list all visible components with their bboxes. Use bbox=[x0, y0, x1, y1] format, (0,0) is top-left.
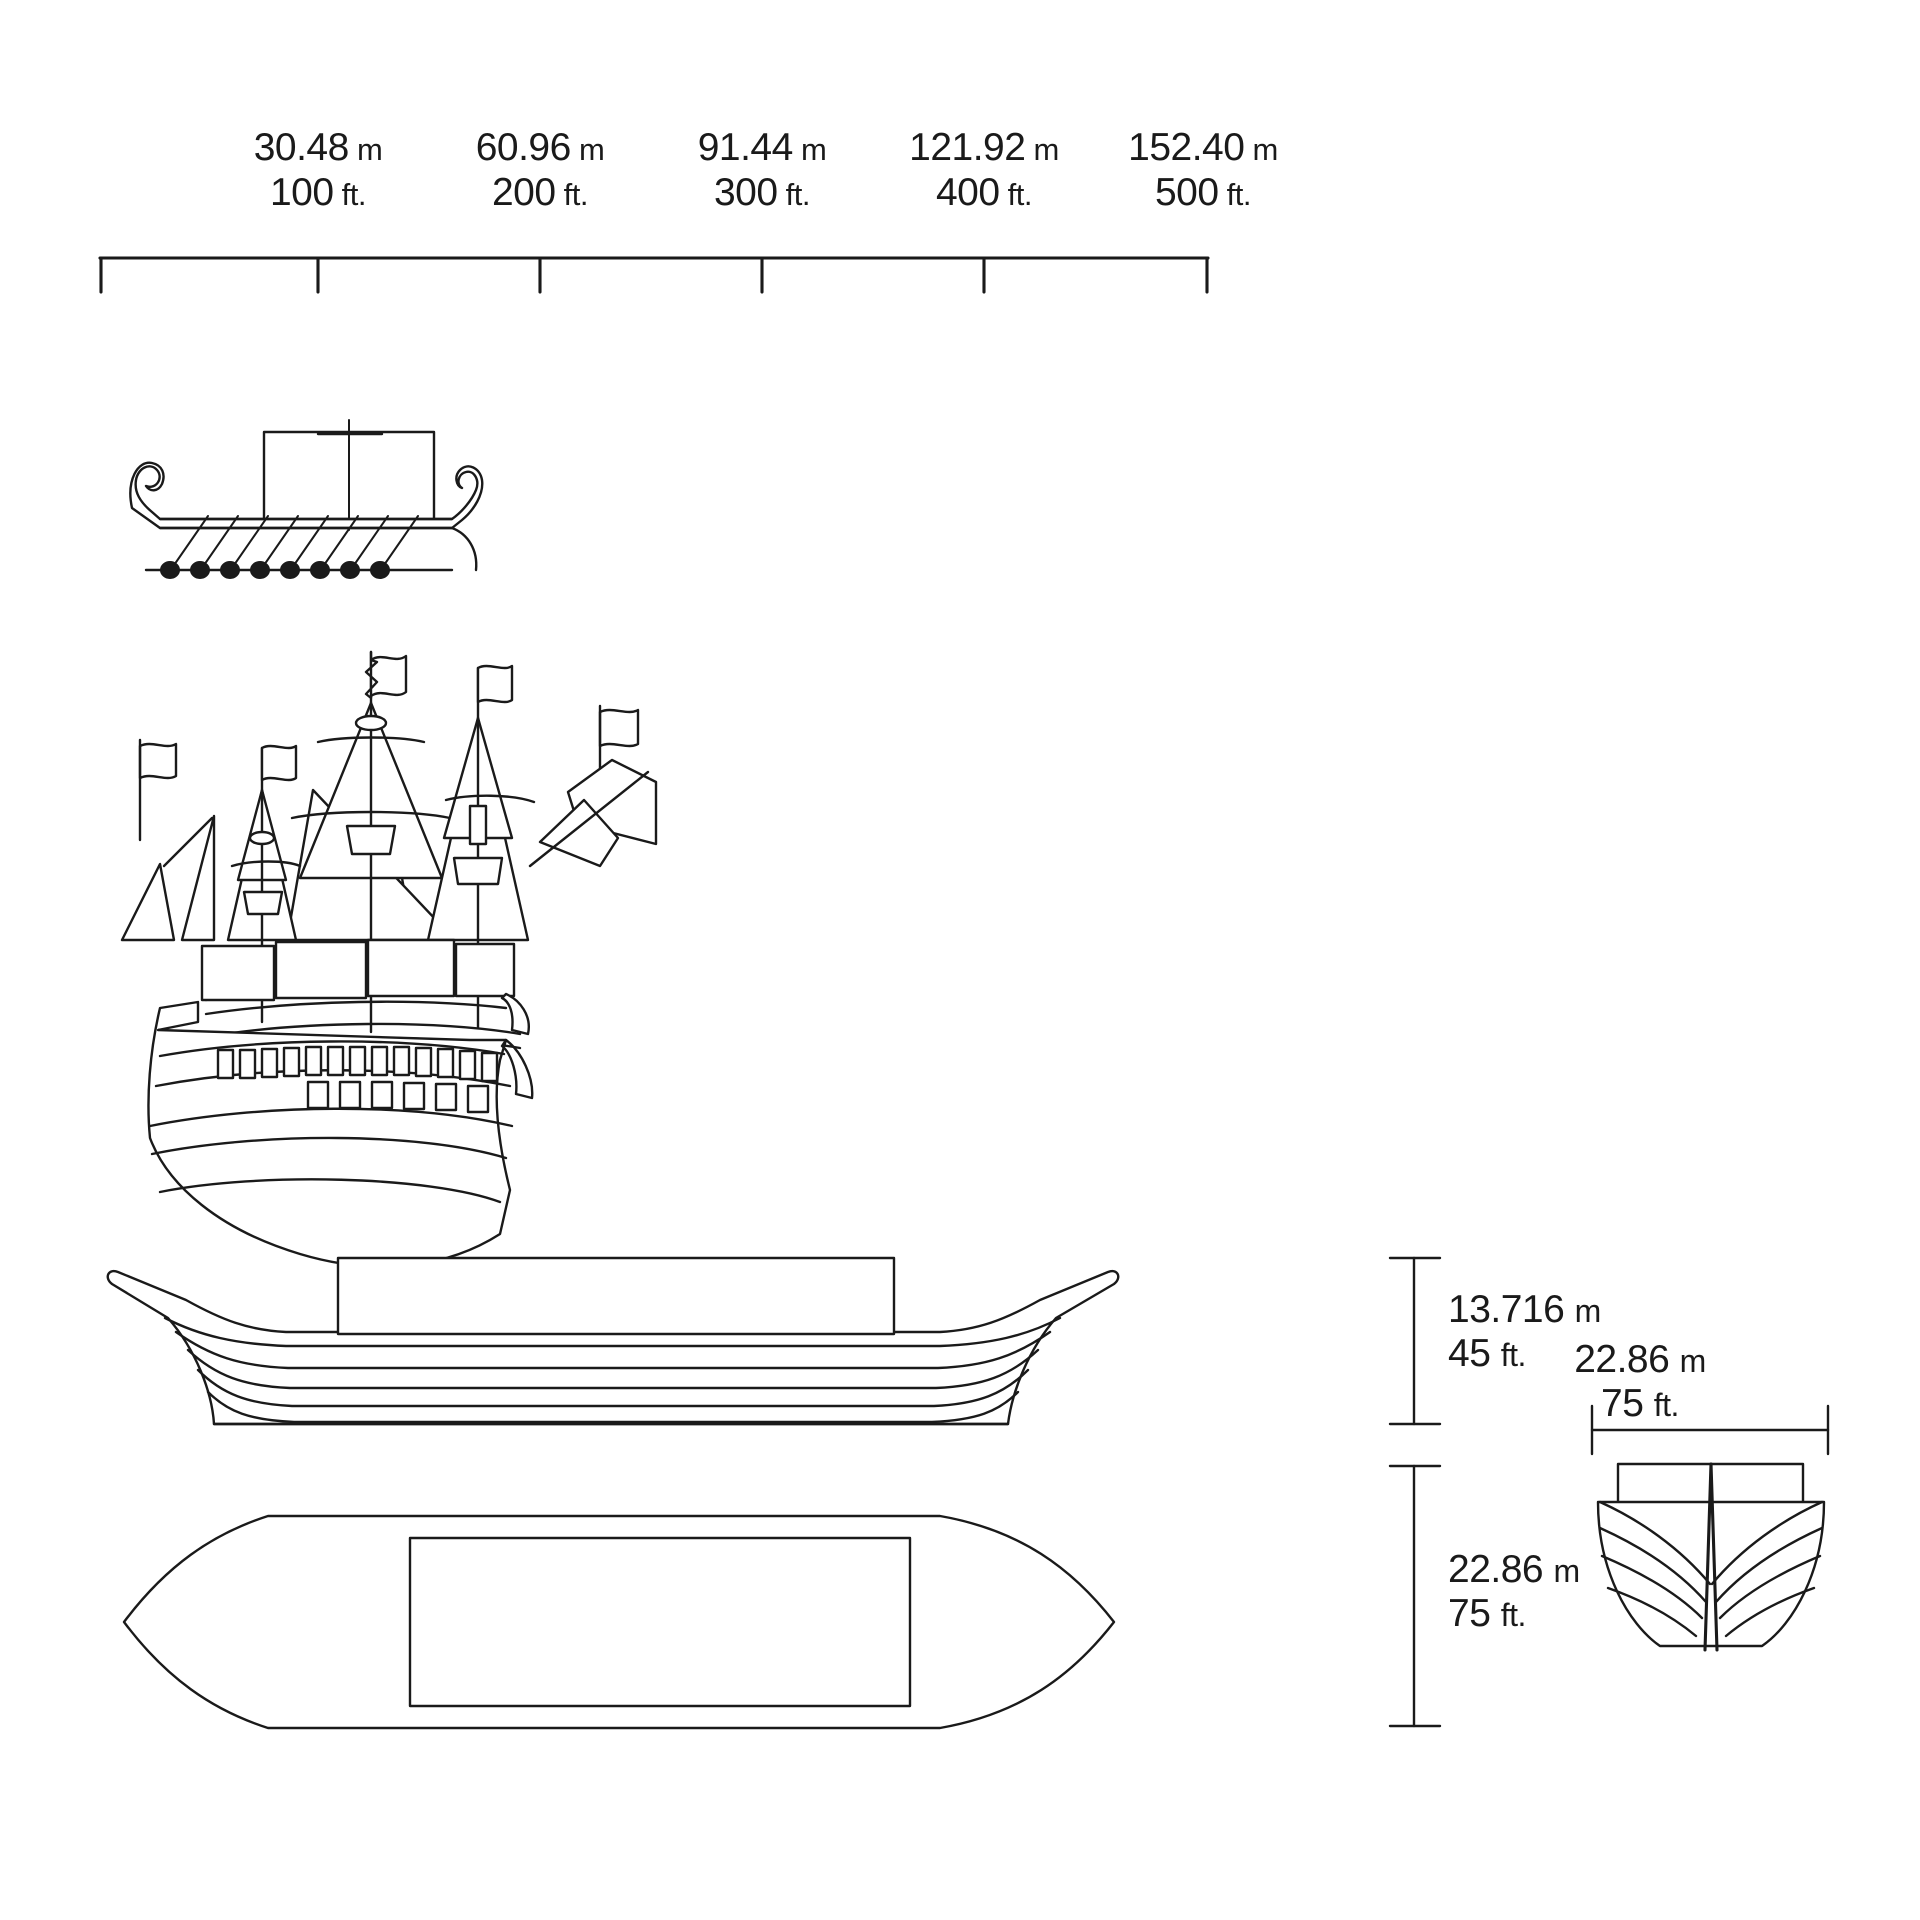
tick-metric-unit: m bbox=[578, 132, 605, 167]
tick-metric-unit: m bbox=[800, 132, 827, 167]
galleon-drawing bbox=[120, 650, 658, 1268]
dimension-line-beam-stern bbox=[1590, 1404, 1830, 1456]
tick-metric-value: 152.40 bbox=[1128, 126, 1245, 169]
dimension-line-height bbox=[1388, 1256, 1442, 1426]
tick-imperial-unit: ft. bbox=[341, 177, 367, 213]
dim-imperial-unit: ft. bbox=[1653, 1387, 1680, 1424]
tick-imperial-unit: ft. bbox=[1007, 177, 1033, 213]
treasure-ship-stern-drawing bbox=[1596, 1462, 1826, 1652]
tick-imperial-value: 500 bbox=[1154, 171, 1219, 215]
dimension-label-beam-plan: 22.86 m 75 ft. bbox=[1448, 1548, 1580, 1637]
viking-longship-drawing bbox=[129, 419, 484, 579]
dim-metric-value: 22.86 bbox=[1574, 1338, 1670, 1381]
tick-metric-unit: m bbox=[356, 132, 383, 167]
treasure-ship-side-drawing bbox=[106, 1256, 1120, 1426]
tick-metric-unit: m bbox=[1033, 132, 1060, 167]
tick-imperial-unit: ft. bbox=[563, 177, 589, 213]
tick-imperial-value: 400 bbox=[935, 171, 1000, 215]
tick-metric-value: 60.96 bbox=[475, 126, 572, 169]
dim-metric-value: 22.86 bbox=[1448, 1548, 1544, 1591]
galleon-gunports-upper bbox=[216, 1045, 499, 1083]
scale-tick-label-400ft: 121.92 m 400 ft. bbox=[909, 125, 1059, 215]
scale-ruler bbox=[98, 256, 1210, 294]
tick-imperial-value: 200 bbox=[491, 171, 556, 215]
dimension-label-beam-stern: 22.86 m 75 ft. bbox=[1574, 1338, 1706, 1427]
longship-oars bbox=[160, 515, 419, 579]
dim-imperial-unit: ft. bbox=[1500, 1597, 1527, 1634]
dim-imperial-value: 45 bbox=[1448, 1332, 1491, 1376]
tick-metric-value: 121.92 bbox=[909, 126, 1026, 169]
scale-tick-label-200ft: 60.96 m 200 ft. bbox=[476, 125, 605, 215]
dim-imperial-value: 75 bbox=[1601, 1382, 1644, 1426]
tick-metric-unit: m bbox=[1252, 132, 1279, 167]
scale-tick-label-100ft: 30.48 m 100 ft. bbox=[254, 125, 383, 215]
dimension-label-height: 13.716 m 45 ft. bbox=[1448, 1288, 1601, 1377]
dim-metric-value: 13.716 bbox=[1448, 1288, 1565, 1331]
tick-imperial-unit: ft. bbox=[1226, 177, 1252, 213]
tick-imperial-value: 100 bbox=[269, 171, 334, 215]
dim-metric-unit: m bbox=[1553, 1553, 1580, 1589]
scale-tick-label-500ft: 152.40 m 500 ft. bbox=[1128, 125, 1278, 215]
treasure-ship-plan-drawing bbox=[122, 1514, 1116, 1730]
galleon-gunports-lower bbox=[306, 1080, 490, 1114]
dim-imperial-unit: ft. bbox=[1500, 1337, 1527, 1374]
tick-imperial-value: 300 bbox=[713, 171, 778, 215]
tick-imperial-unit: ft. bbox=[785, 177, 811, 213]
dim-metric-unit: m bbox=[1574, 1293, 1602, 1329]
dimension-line-beam-plan bbox=[1388, 1464, 1442, 1728]
scale-tick-labels: 30.48 m 100 ft. 60.96 m 200 ft. 91.44 m … bbox=[0, 125, 1920, 235]
tick-metric-value: 30.48 bbox=[253, 126, 350, 169]
dim-metric-unit: m bbox=[1679, 1343, 1707, 1379]
dim-imperial-value: 75 bbox=[1448, 1592, 1491, 1636]
tick-metric-value: 91.44 bbox=[697, 126, 794, 169]
scale-tick-label-300ft: 91.44 m 300 ft. bbox=[698, 125, 827, 215]
